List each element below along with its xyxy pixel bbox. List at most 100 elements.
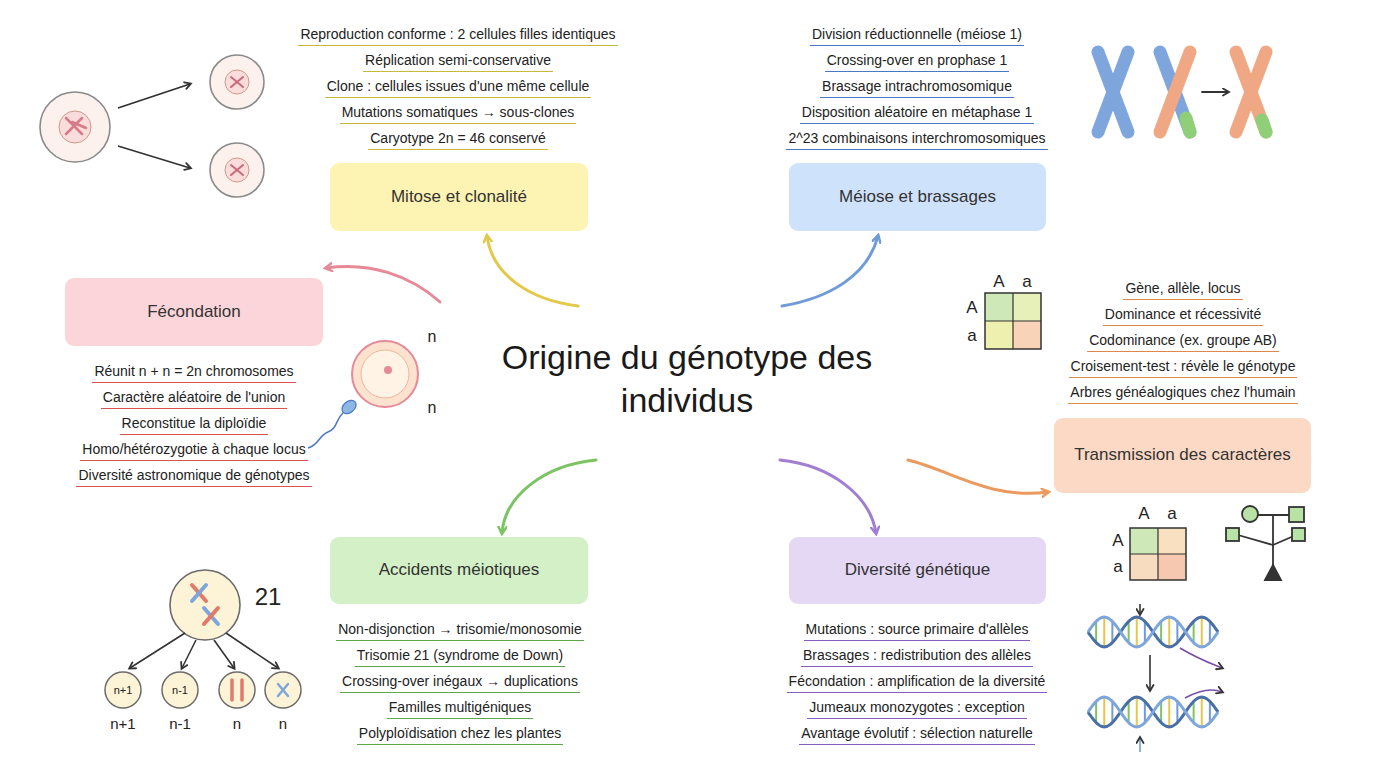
key-point: Trisomie 21 (syndrome de Down): [355, 647, 565, 667]
base-pair: [1193, 701, 1195, 722]
key-point: Jumeaux monozygotes : exception: [807, 699, 1027, 719]
base-pair: [1144, 621, 1146, 642]
dna-illustration: [1088, 604, 1222, 752]
base-pair: [1136, 697, 1138, 727]
gamete-count: n: [279, 715, 287, 732]
allele-symbol: A: [966, 298, 977, 318]
category-title: Mitose et clonalité: [391, 186, 527, 208]
arrow: [1149, 655, 1151, 690]
key-point: Non-disjonction → trisomie/monosomie: [336, 621, 584, 641]
key-point: Crossing-over inégaux → duplications: [340, 673, 580, 693]
punnett-square: [985, 293, 1041, 349]
branch-arrow: [908, 460, 1048, 493]
base-pair: [1103, 697, 1105, 727]
key-point: Mutations somatiques → sous-clones: [340, 104, 577, 124]
category-box: Fécondation: [65, 278, 323, 346]
key-point: 2^23 combinaisons interchromosomiques: [786, 130, 1047, 150]
key-point: Fécondation : amplification de la divers…: [787, 673, 1048, 693]
key-point: Arbres généalogiques chez l'humain: [1068, 384, 1297, 404]
gamete-count: n: [233, 715, 241, 732]
key-point: Polyploïdisation chez les plantes: [357, 725, 563, 745]
base-pair: [1193, 621, 1195, 642]
nondisjunction-illustration: [105, 570, 301, 708]
key-point: Clone : cellules issues d'une même cellu…: [325, 78, 592, 98]
key-point: Réunit n + n = 2n chromosomes: [92, 363, 295, 383]
base-pair: [1168, 617, 1170, 647]
dna-strand: [1088, 697, 1218, 727]
key-point: Familles multigéniques: [387, 699, 533, 719]
gamete-count: n+1: [110, 715, 135, 732]
key-point: Gène, allèle, locus: [1123, 280, 1242, 300]
dna-strand: [1088, 617, 1218, 647]
ovum: [352, 341, 418, 407]
gamete-count: n-1: [169, 715, 191, 732]
base-pair: [1128, 701, 1130, 722]
base-pair: [1144, 701, 1146, 722]
chromosome-count: n: [428, 399, 437, 417]
division-arrow: [118, 146, 190, 168]
base-pair: [1095, 701, 1097, 722]
base-pair: [1201, 617, 1203, 647]
category-box: Mitose et clonalité: [330, 163, 588, 231]
base-pair: [1160, 621, 1162, 642]
daughter-cell: [210, 143, 264, 197]
allele-symbol: A: [993, 272, 1004, 292]
branch-arrow: [782, 236, 878, 306]
base-pair: [1201, 697, 1203, 727]
base-pair: [1176, 701, 1178, 722]
nucleus: [59, 111, 91, 143]
base-pair: [1111, 701, 1113, 722]
mutation-arrow: [1139, 604, 1141, 614]
base-pair: [1168, 697, 1170, 727]
chromosome-count: n: [428, 328, 437, 346]
pedigree-icon: [1226, 506, 1305, 580]
base-pair: [1103, 617, 1105, 647]
dna-strand: [1088, 697, 1218, 727]
branch-arrow: [502, 460, 596, 533]
base-pair: [1209, 701, 1211, 722]
arrow: [1185, 690, 1222, 698]
gamete-count: n-1: [172, 684, 188, 696]
gamete-count: n+1: [114, 684, 133, 696]
category-title: Diversité génétique: [845, 559, 991, 581]
key-point: Division réductionnelle (méiose 1): [810, 26, 1024, 46]
allele-symbol: a: [1167, 504, 1176, 524]
category-box: Transmission des caractères: [1054, 418, 1311, 493]
base-pair: [1095, 621, 1097, 642]
allele-symbol: A: [1112, 531, 1123, 551]
category-box: Diversité génétique: [789, 537, 1046, 604]
key-point: Homo/hétérozygotie à chaque locus: [80, 441, 307, 461]
key-point: Disposition aléatoire en métaphase 1: [800, 104, 1034, 124]
arrow: [1180, 648, 1222, 668]
key-point: Réplication semi-conservative: [363, 52, 553, 72]
daughter-cell: [210, 55, 264, 109]
key-point: Croisement-test : révèle le génotype: [1069, 358, 1298, 378]
key-point: Diversité astronomique de génotypes: [76, 467, 311, 487]
key-point: Brassage intrachromosomique: [820, 78, 1014, 98]
key-point: Mutations : source primaire d'allèles: [804, 621, 1031, 641]
category-title: Transmission des caractères: [1074, 444, 1291, 466]
branch-arrow: [326, 267, 440, 302]
key-point: Brassages : redistribution des allèles: [801, 647, 1033, 667]
dna-strand: [1088, 617, 1218, 647]
fertilisation-illustration: [308, 341, 418, 448]
branch-arrows: [326, 236, 1048, 533]
crossing-over-illustration: [1098, 52, 1266, 132]
key-point: Dominance et récessivité: [1103, 306, 1263, 326]
allele-symbol: a: [1113, 557, 1122, 577]
key-point: Reproduction conforme : 2 cellules fille…: [298, 26, 617, 46]
branch-arrow: [487, 236, 578, 306]
key-point: Reconstitue la diploïdie: [120, 415, 269, 435]
chromosomes: [66, 118, 86, 134]
base-pair: [1111, 621, 1113, 642]
base-pair: [1128, 621, 1130, 642]
central-title: Origine du génotype des individus: [462, 336, 912, 421]
allele-symbol: A: [1138, 504, 1149, 524]
mother-cell: [40, 92, 110, 162]
category-title: Méiose et brassages: [839, 186, 996, 208]
base-pair: [1176, 621, 1178, 642]
chromosome-number: 21: [255, 583, 282, 611]
division-arrow: [118, 84, 190, 108]
allele-symbol: a: [1022, 272, 1031, 292]
